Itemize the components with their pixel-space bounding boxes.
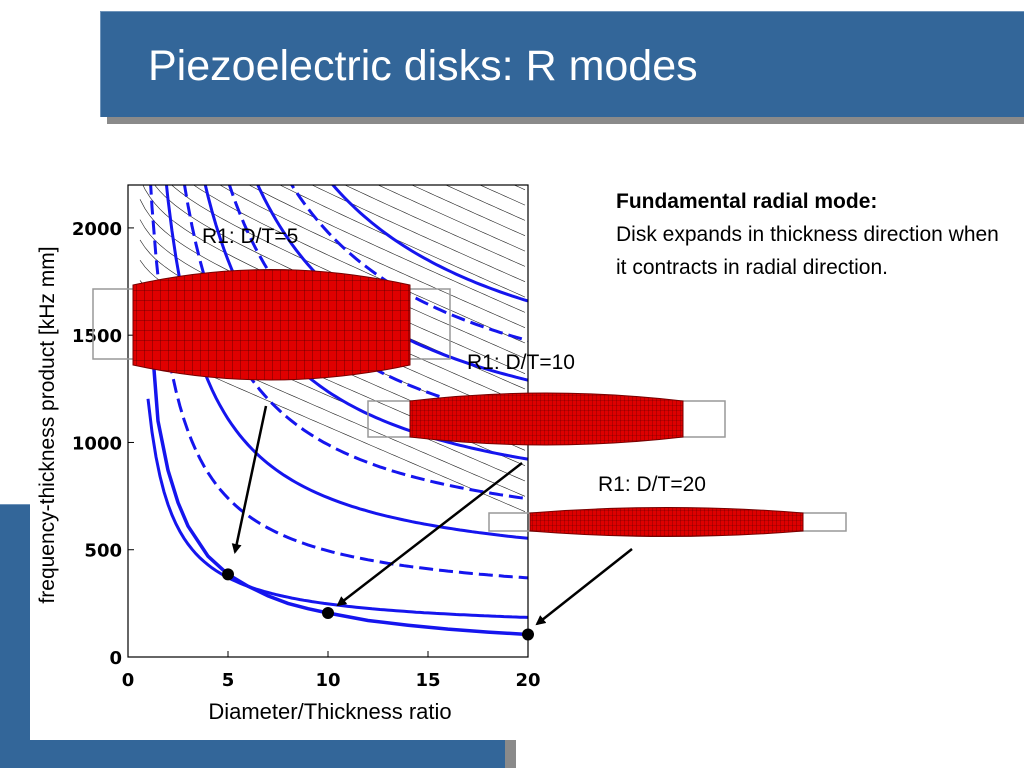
background-curve [193,185,526,344]
plot-area-background [30,165,540,740]
label-r1-dt10: R1: D/T=10 [467,351,575,374]
background-curve [513,185,526,191]
background-curve [248,185,526,313]
background-curve [219,185,526,328]
background-curve [377,185,526,252]
arrow-dt20 [535,548,633,626]
background-curve [411,185,526,236]
background-curve [279,185,526,298]
overtone-curve [289,185,528,343]
background-curve [140,0,525,174]
x-tick-label: 0 [122,670,135,691]
background-curve [445,185,526,221]
x-tick-label: 5 [222,670,235,691]
y-axis-label: frequency-thickness product [kHz mm] [36,246,59,604]
overtone-curve [149,185,528,580]
series-line-0 [146,292,528,637]
overtone-curve [164,185,528,540]
x-tick-label: 15 [415,670,440,691]
slide-title: Piezoelectric disks: R modes [148,42,698,90]
y-tick-label: 1500 [72,326,122,347]
label-r1-dt5: R1: D/T=5 [202,225,299,248]
x-tick-label: 10 [315,670,340,691]
highlighted-points [222,568,534,641]
x-tick-label: 20 [515,670,540,691]
background-curve [140,0,525,128]
overtone-curve [182,185,528,501]
description-heading: Fundamental radial mode: [616,190,878,213]
background-curve [344,185,526,267]
deformed-disk-dt5 [132,269,411,381]
y-tick-label: 0 [109,648,122,669]
label-r1-dt20: R1: D/T=20 [598,473,706,496]
y-tick-label: 2000 [72,219,122,240]
y-tick-label: 500 [84,541,122,562]
background-curve [140,0,525,159]
description-body: Disk expands in thickness direction when… [616,223,999,279]
highlighted-point [222,568,234,581]
highlighted-point [522,628,534,641]
background-curve [479,185,526,206]
x-axis-label: Diameter/Thickness ratio [208,699,452,724]
background-curve [140,0,525,144]
highlighted-point [322,607,334,620]
overtone-curve [330,185,528,303]
deformed-disk-dt10 [409,392,684,446]
deformed-disk-dt20 [529,507,804,537]
arrow-dt10 [336,462,523,607]
axis-ticks: 0 5 10 15 20 0 500 1000 1500 2000 [72,219,541,691]
overtone-curve [203,185,528,461]
arrow-dt5 [231,405,268,554]
background-curve [311,185,526,282]
y-tick-label: 1000 [72,433,122,454]
title-bar [100,11,1024,117]
description-text: Fundamental radial mode: Disk expands in… [616,185,1011,284]
